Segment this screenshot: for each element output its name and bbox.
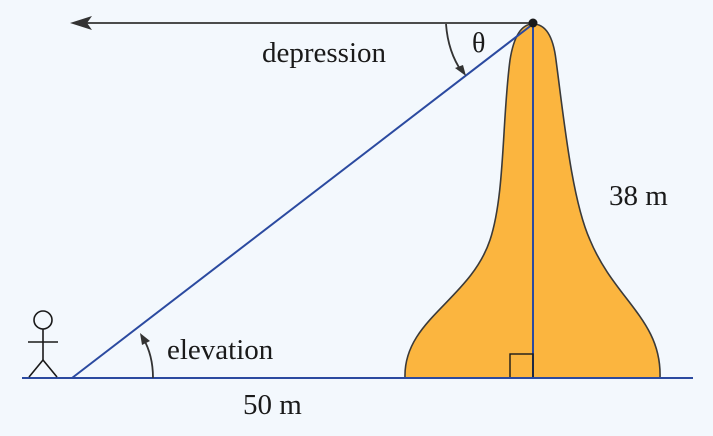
horizontal-arrowhead xyxy=(70,16,92,30)
elevation-arc-arrowhead xyxy=(140,333,150,345)
distance-label: 50 m xyxy=(243,389,302,421)
elevation-label: elevation xyxy=(167,334,274,366)
depression-label: depression xyxy=(262,37,387,69)
peak-point xyxy=(528,18,538,28)
depression-arc-arrowhead xyxy=(455,65,466,76)
theta-label: θ xyxy=(472,28,485,59)
line-of-sight xyxy=(71,23,534,379)
height-label: 38 m xyxy=(609,180,668,212)
stick-figure-icon xyxy=(28,310,58,378)
